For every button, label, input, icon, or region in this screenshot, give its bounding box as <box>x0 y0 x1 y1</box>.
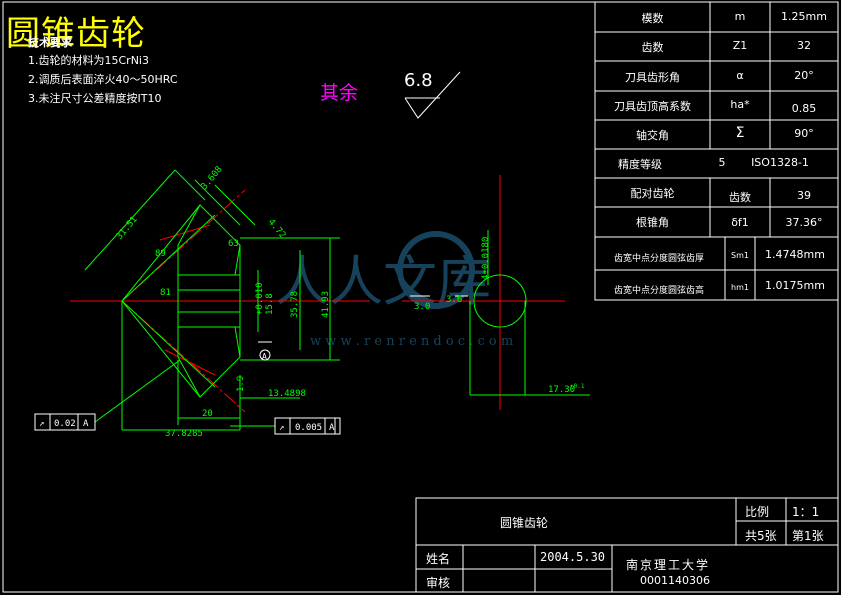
gdt2-value: 0.005 <box>295 423 322 433</box>
sheet-number: 第1张 <box>792 529 824 543</box>
gdt1-ref: A <box>83 419 89 429</box>
param-symbol-4: Σ <box>735 125 745 141</box>
drawing-title: 圆锥齿轮 <box>6 14 146 54</box>
student-id: 0001140306 <box>640 574 710 587</box>
dim-89: 89 <box>155 249 166 259</box>
tech-req-item-1: 1.齿轮的材料为15CrNi3 <box>28 54 149 67</box>
dim-3151: 31.51 <box>115 215 140 242</box>
dim-472: 4.72 <box>266 218 288 241</box>
param-name-4: 轴交角 <box>636 129 669 142</box>
gear-section <box>84 169 590 431</box>
dim-378285: 37.8285 <box>165 429 203 439</box>
param-name-6: 配对齿轮 <box>630 187 675 200</box>
university-name: 南京理工大学 <box>626 558 711 572</box>
param-value-1: 32 <box>797 39 811 52</box>
param-symbol-3: ha* <box>730 98 750 111</box>
dim-20: 20 <box>202 409 213 419</box>
param-name-8: 齿宽中点分度圆弦齿厚 <box>613 254 704 264</box>
params-grid <box>594 1 839 301</box>
review-label: 审核 <box>426 576 451 590</box>
symbol-marks <box>258 71 468 361</box>
datum-label: A <box>262 352 267 361</box>
param-name-2: 刀具齿形角 <box>625 71 680 84</box>
dim-134898: 13.4898 <box>268 389 306 399</box>
param-value-3: 0.85 <box>791 102 817 115</box>
gdt-labels: ↗ 0.02 A ↗ 0.005 A A <box>39 352 335 433</box>
param-symbol-6: 齿数 <box>729 191 751 204</box>
param-symbol-0: m <box>734 10 746 23</box>
gdt2-ref: A <box>329 423 335 433</box>
gdt-frames <box>34 413 341 435</box>
surface-finish-label: 其余 <box>320 82 359 104</box>
param-name-7: 根锥角 <box>636 216 669 229</box>
drawing-name: 圆锥齿轮 <box>500 516 549 530</box>
param-name-9: 齿宽中点分度圆弦齿高 <box>613 286 704 296</box>
gdt2-symbol-icon: ↗ <box>279 423 284 433</box>
param-value-6: 39 <box>797 189 811 202</box>
watermark-chars: 人人文库 <box>275 250 491 313</box>
dim-63: 63 <box>228 239 239 249</box>
param-name-3: 刀具齿顶高系数 <box>614 100 691 113</box>
param-value-9: 1.0175mm <box>765 279 825 292</box>
dim-tol-top: +0.010 <box>255 282 265 315</box>
dim-4193: 41.93 <box>321 291 331 318</box>
param-value-7: 37.36° <box>785 216 823 229</box>
param-symbol-2: α <box>736 69 744 82</box>
param-value-8: 1.4748mm <box>765 248 825 261</box>
dim-tol-right: +0.1 <box>570 383 585 390</box>
param-name-0: 模数 <box>641 12 664 25</box>
param-symbol-1: Z1 <box>732 39 748 52</box>
dim-tol-main: 15.8 <box>265 293 275 315</box>
dim-81: 81 <box>160 288 171 298</box>
param-value-0: 1.25mm <box>781 10 827 23</box>
param-symbol-8: Sm1 <box>731 251 749 260</box>
dim-key2: 3.0 <box>414 302 430 312</box>
tech-req-item-3: 3.未注尺寸公差精度按IT10 <box>28 92 162 105</box>
dim-1730: 17.30 <box>548 385 575 395</box>
param-value-2: 20° <box>794 69 814 82</box>
scale-label: 比例 <box>745 505 770 519</box>
tech-req-heading: 技术要求 <box>28 36 72 49</box>
watermark-url: w w w . r e n r e n d o c . c o m <box>310 334 513 349</box>
watermark-logo: 人人文库 w w w . r e n r e n d o c . c o m <box>275 231 513 349</box>
dim-key: 3.6 <box>446 295 462 305</box>
gdt1-symbol-icon: ↗ <box>39 419 44 429</box>
title-block-grid <box>415 497 839 593</box>
name-label: 姓名 <box>426 552 451 566</box>
param-name-5: 精度等级 <box>618 158 662 171</box>
param-symbol-7: δf1 <box>731 216 749 229</box>
dim-19: 1.9 <box>236 376 246 392</box>
drawing-date: 2004.5.30 <box>540 550 606 564</box>
param-name-1: 齿数 <box>641 41 664 54</box>
surface-finish-value: 6.8 <box>404 70 433 91</box>
dim-3608: 3.608 <box>200 165 225 192</box>
scale-value: 1：1 <box>792 505 820 519</box>
tech-req-item-2: 2.调质后表面淬火40～50HRC <box>28 73 178 86</box>
dim-keyway: 4±0.0180 <box>481 237 491 280</box>
param-symbol-5: 5 <box>718 156 726 169</box>
sheets-total: 共5张 <box>745 529 777 543</box>
gdt1-value: 0.02 <box>54 419 76 429</box>
param-symbol-9: hm1 <box>731 283 749 292</box>
param-value-4: 90° <box>794 127 814 140</box>
param-value-5: ISO1328-1 <box>751 156 809 169</box>
dim-3578: 35.78 <box>290 291 300 318</box>
